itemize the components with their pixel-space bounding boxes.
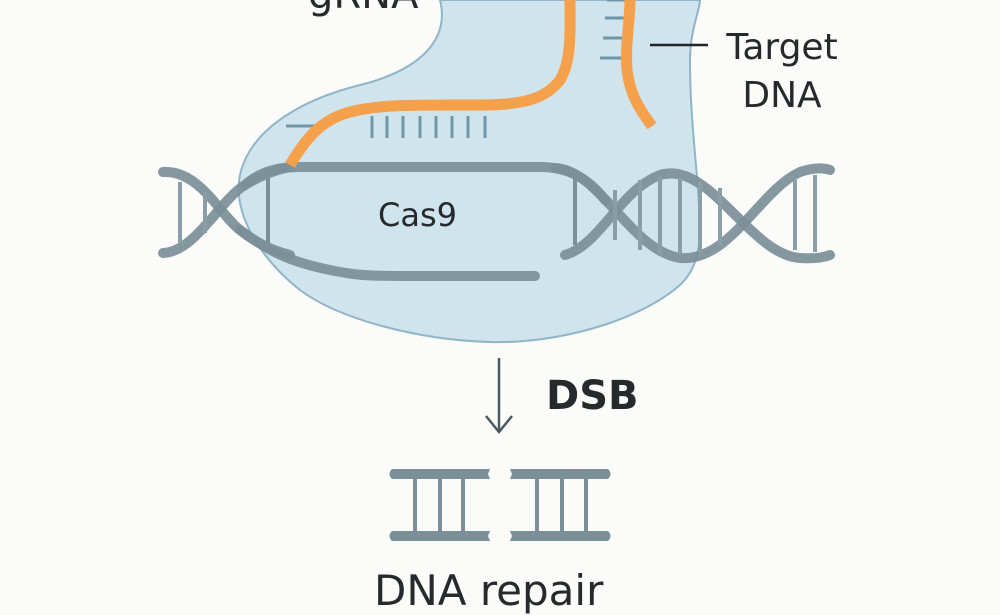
broken-dna-right <box>510 469 611 541</box>
grna-label: gRNA <box>308 0 418 18</box>
dsb-label: DSB <box>546 373 639 419</box>
grna-strand <box>285 0 576 168</box>
target-dna-label-line2: DNA <box>742 75 822 116</box>
dna-repair-label: DNA repair <box>374 566 604 615</box>
dna-top-strand <box>240 162 610 205</box>
grna-base-pairs <box>286 0 625 138</box>
target-dna-strand <box>621 0 657 130</box>
dna-bottom-strand <box>235 225 540 281</box>
cas9-label: Cas9 <box>378 196 457 234</box>
diagram-canvas <box>158 0 835 541</box>
target-dna-label-line1: Target <box>726 27 838 68</box>
broken-dna-left <box>389 469 490 541</box>
dsb-arrow <box>485 358 513 434</box>
target-dna-label: Target DNA <box>722 24 842 120</box>
dna-strand <box>560 168 835 264</box>
crispr-diagram: gRNA Target DNA Cas9 DSB DNA repair <box>158 0 842 615</box>
